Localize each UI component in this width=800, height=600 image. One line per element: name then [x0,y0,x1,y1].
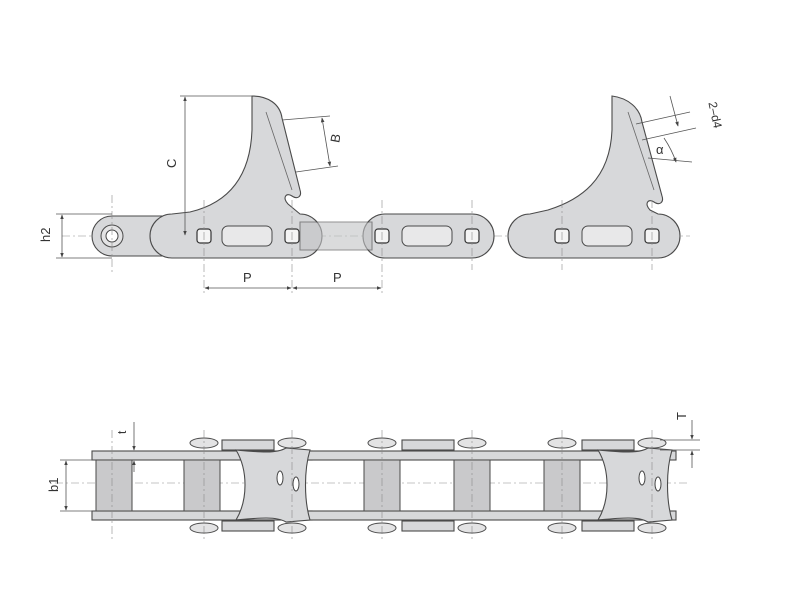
label-b1: b1 [46,478,61,492]
label-2-d4: 2–d4 [705,101,724,130]
top-view: b1 t T [46,412,700,540]
label-P1: P [243,270,252,285]
left-attachment-plate [149,95,323,259]
roller-1 [95,459,133,512]
label-t: t [115,430,129,434]
label-T: T [674,412,689,420]
left-slot [221,225,273,247]
label-alpha: α [656,142,664,157]
inner-link-plate [299,221,373,251]
right-attachment-plate [507,95,681,259]
side-view: C h2 B P P 2–d4 α [38,95,725,295]
right-slot [581,225,633,247]
middle-slot [401,225,453,247]
label-P2: P [333,270,342,285]
roller-2 [183,459,221,512]
label-B: B [327,133,343,144]
right-attachment-bend [596,447,673,523]
label-h2: h2 [38,228,53,242]
label-C: C [164,159,179,168]
left-attachment-bend [234,447,311,523]
